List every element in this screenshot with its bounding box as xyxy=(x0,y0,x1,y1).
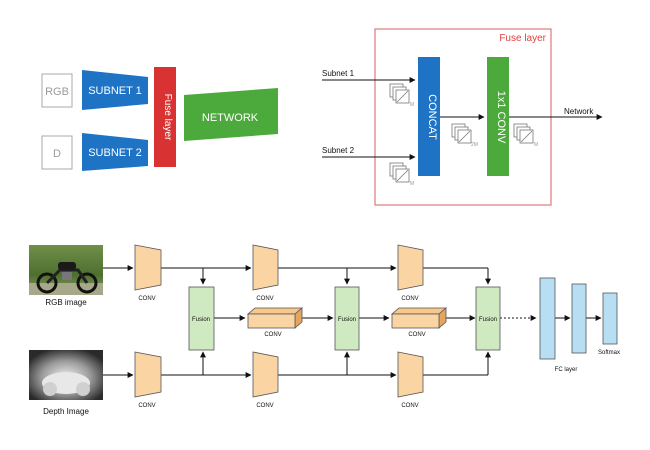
fusion-label: Fusion xyxy=(192,317,210,323)
fc-layer-block xyxy=(571,283,587,354)
conv-label: CONV xyxy=(264,332,281,338)
fusion-label: Fusion xyxy=(479,317,497,323)
softmax-block xyxy=(602,292,618,345)
dim-m-label: M xyxy=(410,102,414,108)
depth-image-caption: Depth Image xyxy=(43,407,89,416)
conv-label: CONV xyxy=(138,403,155,409)
feature-map-icon xyxy=(451,123,472,144)
conv-label: CONV xyxy=(256,296,273,302)
conv-block xyxy=(134,244,162,291)
pipeline-connectors xyxy=(103,265,602,378)
dim-m-label: M xyxy=(534,142,538,148)
dim-2m-label: 2M xyxy=(471,142,478,148)
overview-diagram: RGB D SUBNET 1 SUBNET 2 Fuse layer NETWO… xyxy=(41,67,278,171)
fusion-block xyxy=(334,286,360,351)
conv-block xyxy=(397,244,424,291)
conv-label: CONV xyxy=(138,296,155,302)
network-label: NETWORK xyxy=(202,112,259,124)
fusion-label: Fusion xyxy=(338,317,356,323)
network-output-label: Network xyxy=(564,107,594,116)
subnet1-block xyxy=(82,70,148,110)
dim-m-label: M xyxy=(410,181,414,187)
network-block xyxy=(184,88,278,141)
depth-image-thumbnail xyxy=(29,350,103,400)
softmax-label: Softmax xyxy=(598,350,620,356)
subnet2-input-label: Subnet 2 xyxy=(322,146,355,155)
fusion-block xyxy=(475,286,501,351)
rgb-input-label: RGB xyxy=(45,86,69,98)
feature-map-icon xyxy=(389,83,410,104)
depth-input-label: D xyxy=(53,148,61,160)
rgb-image-caption: RGB image xyxy=(45,298,87,307)
conv-block xyxy=(397,351,424,398)
rgb-image-thumbnail xyxy=(29,245,103,295)
conv3d-block xyxy=(390,307,448,329)
concat-block xyxy=(418,57,440,176)
fusion-block xyxy=(188,286,215,351)
conv1x1-label: 1x1 CONV xyxy=(495,91,507,144)
subnet2-label: SUBNET 2 xyxy=(88,147,142,159)
feature-map-icon xyxy=(513,123,534,144)
conv1x1-block xyxy=(487,57,509,176)
subnet1-input-label: Subnet 1 xyxy=(322,69,355,78)
fc-layer-block xyxy=(539,277,556,360)
conv-label: CONV xyxy=(256,403,273,409)
conv-label: CONV xyxy=(401,296,418,302)
subnet2-block xyxy=(82,133,148,171)
subnet1-label: SUBNET 1 xyxy=(88,85,142,97)
fuse-layer-block xyxy=(154,67,176,167)
fc-layer-label: FC layer xyxy=(555,367,578,373)
concat-label: CONCAT xyxy=(426,94,438,140)
rgb-input-box xyxy=(41,73,73,108)
depth-input-box xyxy=(41,135,73,170)
pipeline-diagram: RGB image Depth Image xyxy=(29,244,620,416)
fuse-layer-label: Fuse layer xyxy=(162,94,173,141)
conv-block xyxy=(252,351,279,398)
fuse-layer-detail: Fuse layer Subnet 1 Subnet 2 M M CONCAT … xyxy=(322,28,603,206)
conv-label: CONV xyxy=(401,403,418,409)
conv-block xyxy=(252,244,279,291)
conv3d-block xyxy=(246,307,304,329)
conv-block xyxy=(134,351,162,398)
conv-label: CONV xyxy=(408,332,425,338)
feature-map-icon xyxy=(389,162,410,183)
fuse-layer-title: Fuse layer xyxy=(499,33,546,44)
